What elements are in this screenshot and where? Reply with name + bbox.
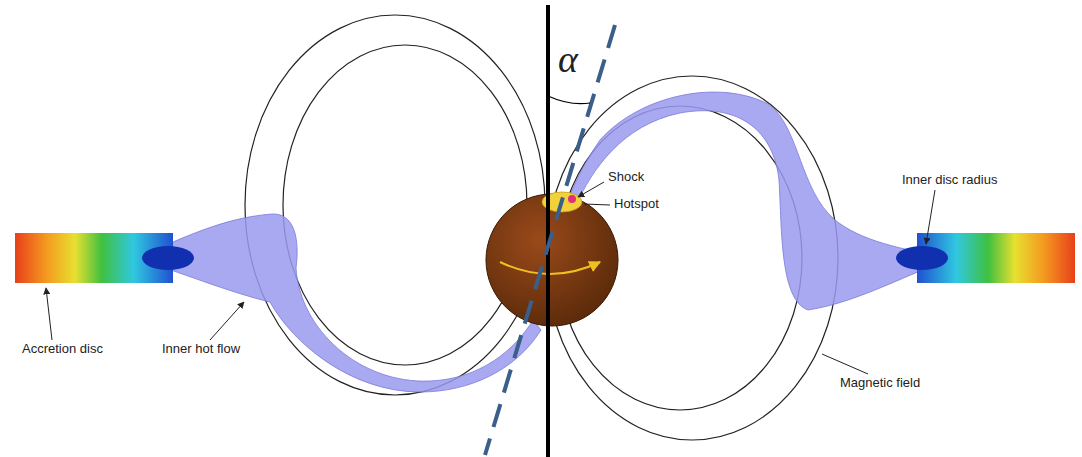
rotation-axis bbox=[546, 5, 550, 457]
angle-symbol: α bbox=[558, 40, 578, 78]
angle-arc bbox=[548, 96, 590, 104]
callout-label: Hotspot bbox=[612, 197, 661, 211]
callout-label: Shock bbox=[606, 170, 646, 184]
star bbox=[486, 194, 618, 326]
magnetic-axis bbox=[485, 25, 615, 455]
magnetic-field-lines bbox=[245, 15, 838, 440]
inner-hot-flow bbox=[135, 214, 541, 392]
disc-inner-edge bbox=[142, 246, 194, 270]
leader-lines bbox=[46, 182, 935, 374]
inner-hot-flow bbox=[568, 92, 955, 310]
callout-label: Inner disc radius bbox=[900, 173, 999, 187]
shock bbox=[568, 195, 576, 203]
disc-inner-edge bbox=[896, 246, 948, 270]
callout-label: Inner hot flow bbox=[160, 342, 242, 356]
callout-label: Accretion disc bbox=[20, 342, 105, 356]
callout-label: Magnetic field bbox=[838, 376, 922, 390]
